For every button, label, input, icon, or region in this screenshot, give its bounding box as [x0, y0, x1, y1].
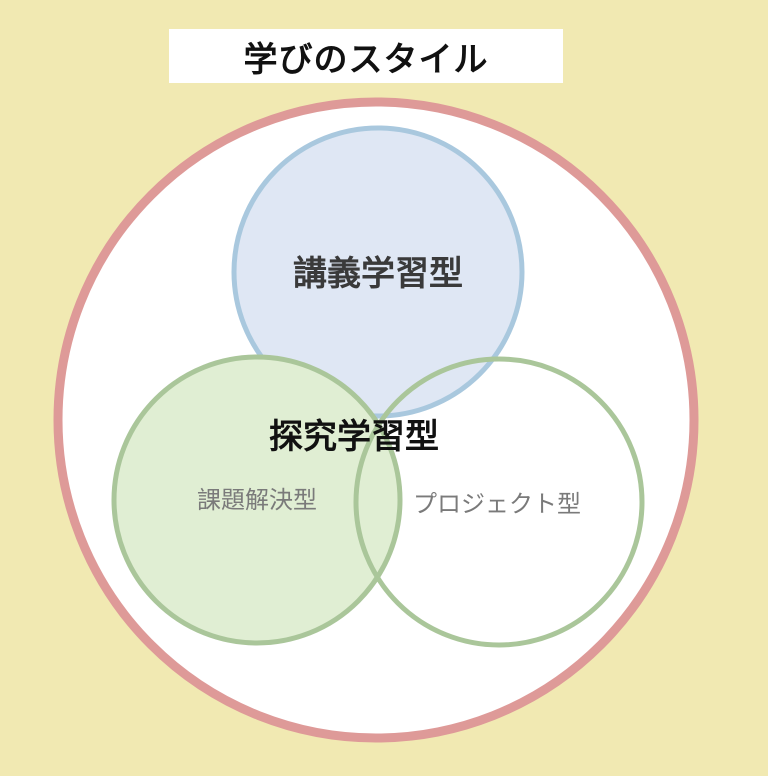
problem-solving-label: 課題解決型: [197, 486, 317, 514]
diagram-title: 学びのスタイル: [243, 39, 489, 80]
project-circle: [353, 356, 645, 648]
inquiry-label: 探究学習型: [269, 417, 439, 457]
project-label: プロジェクト型: [413, 490, 581, 518]
lecture-circle: [231, 125, 525, 419]
problem-solving-circle: [111, 354, 403, 646]
lecture-label: 講義学習型: [293, 254, 463, 294]
title-banner: 学びのスタイル: [169, 29, 563, 83]
